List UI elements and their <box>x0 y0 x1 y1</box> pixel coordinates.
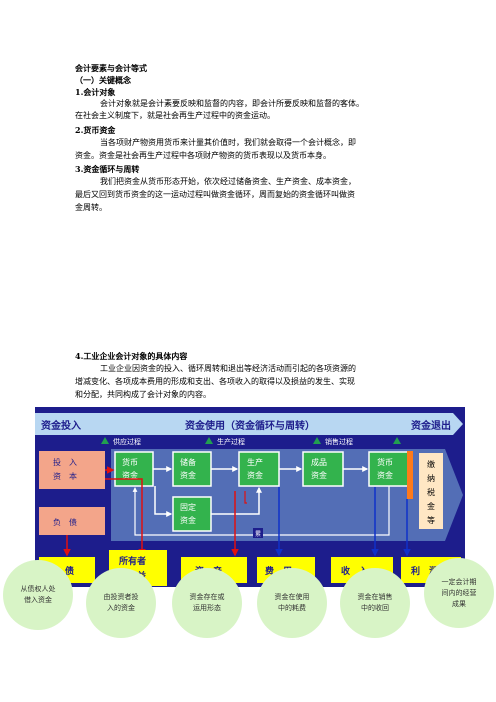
s2-line: 资金。资金是社会再生产过程中各项财产物资的货币表现以及货币本身。 <box>75 151 331 160</box>
phase-marker-icon <box>101 437 109 444</box>
s4-line: 和分配，共同构成了会计对象的内容。 <box>75 390 211 399</box>
section-heading: （一）关键概念 <box>75 75 131 85</box>
s3-line: 我们把资金从货币形态开始，依次经过储备资金、生产资金、成本资金， <box>100 177 356 186</box>
bubble-liabilities-desc: 从债权人处借入资金 <box>3 560 73 630</box>
fund-flow-diagram: 资金投入 资金使用（资金循环与周转） 资金退出 供应过程 生产过程 销售过程 投… <box>35 407 465 587</box>
s1-line: 在社会主义制度下，就是社会再生产过程中的资金运动。 <box>75 111 275 120</box>
liabilities-box-label: 负 债 <box>53 517 77 527</box>
s1-heading: 1.会计对象 <box>75 87 116 97</box>
s4-heading: 4.工业企业会计对象的具体内容 <box>75 351 188 361</box>
s3-line: 金周转。 <box>75 203 107 212</box>
top-exit-label: 资金退出 <box>411 419 451 432</box>
s4-line: 工业企业因资金的投入、循环周转和退出等经济活动而引起的各项资源的 <box>100 364 356 373</box>
bubble-assets-desc: 资金存在或运用形态 <box>172 568 242 638</box>
tax-box-label: 缴纳税金等 <box>427 459 435 525</box>
reserve-box <box>172 451 212 487</box>
bubble-profit-desc: 一定会计期间内的经营成果 <box>424 558 494 628</box>
s4-line: 增减变化、各项成本费用的形成和支出、各项收入的取得以及损益的发生、实现 <box>75 377 355 386</box>
s3-line: 最后又回到货币资金的这一运动过程叫做资金循环，周而复始的资金循环叫做资 <box>75 190 355 199</box>
red-arrow <box>105 478 146 557</box>
phase-marker-icon <box>313 437 321 444</box>
bubble-expenses-desc: 资金在使用中的耗费 <box>257 568 327 638</box>
doc-title: 会计要素与会计等式 <box>75 63 147 73</box>
production-box <box>238 451 280 487</box>
s3-heading: 3.资金循环与周转 <box>75 164 140 174</box>
bubble-equity-desc: 由投资者投入的资金 <box>86 568 156 638</box>
s1-line: 会计对象就是会计素要反映和监督的内容，即会计所要反映和监督的客体。 <box>100 99 364 108</box>
flow-arrow <box>211 486 262 515</box>
cash-box-2 <box>368 451 410 487</box>
s2-heading: 2.货币资金 <box>75 125 116 135</box>
phase-marker-icon <box>205 437 213 444</box>
finished-box-label: 成品资金 <box>311 457 327 480</box>
tax-box <box>419 453 443 529</box>
top-use-label: 资金使用（资金循环与周转） <box>185 419 315 432</box>
top-input-label: 资金投入 <box>41 419 81 432</box>
reserve-box-label: 储备资金 <box>180 457 196 480</box>
small-label-box <box>253 528 263 538</box>
phase-sales: 销售过程 <box>325 437 353 446</box>
production-box-label: 生产资金 <box>247 457 263 480</box>
flow-arrow <box>154 486 173 517</box>
tax-bar <box>407 451 413 499</box>
cash-box-1-label: 货币资金 <box>122 457 138 480</box>
fixed-box-label: 固定资金 <box>180 502 196 525</box>
invest-capital-box <box>39 451 105 489</box>
invest-capital-label: 投 入资 本 <box>53 457 77 481</box>
red-arrow <box>244 491 247 504</box>
phase-marker-icon <box>393 437 401 444</box>
bubble-revenue-desc: 资金在销售中的收回 <box>340 568 410 638</box>
top-banner-arrow <box>35 413 463 435</box>
cash-box-2-label: 货币资金 <box>377 457 393 480</box>
fixed-box <box>172 496 212 532</box>
s2-line: 当各项财产物资用货币来计量其价值时，我们就会取得一个会计概念，即 <box>100 138 356 147</box>
phase-supply: 供应过程 <box>113 437 141 446</box>
liabilities-box <box>39 507 105 535</box>
phase-production: 生产过程 <box>217 437 245 446</box>
small-label: 累 <box>255 531 261 538</box>
